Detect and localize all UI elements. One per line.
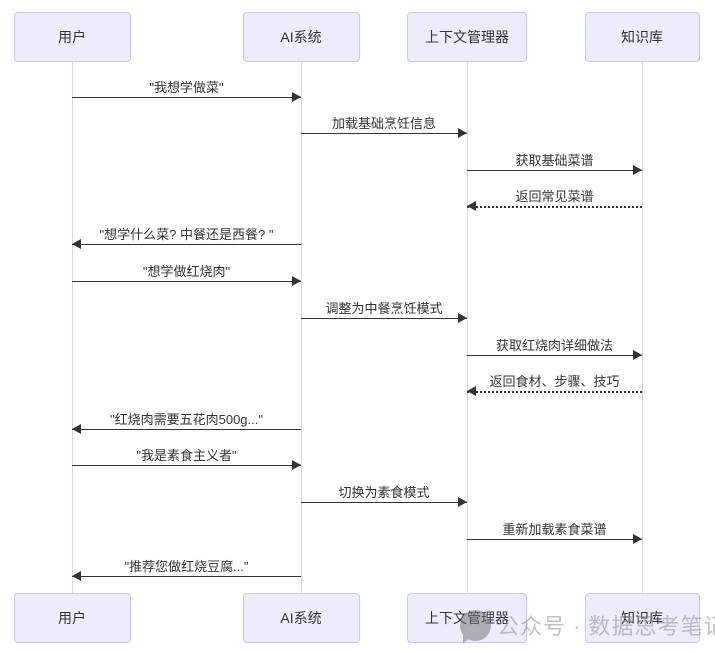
message-label-1: "我想学做菜" — [149, 80, 224, 95]
message-line-7 — [301, 318, 467, 319]
message-line-13 — [467, 539, 642, 540]
lifeline-context-manager — [467, 62, 468, 593]
actor-label: 知识库 — [621, 29, 663, 45]
arrowhead-icon — [72, 239, 81, 249]
message-label-12: 切换为素食模式 — [338, 485, 430, 500]
arrowhead-icon — [467, 201, 476, 211]
message-line-2 — [301, 133, 467, 134]
message-label-9: 返回食材、步骤、技巧 — [489, 374, 620, 389]
message-line-5 — [72, 244, 301, 245]
arrowhead-icon — [458, 313, 467, 323]
message-label-8: 获取红烧肉详细做法 — [495, 338, 614, 353]
arrowhead-icon — [633, 350, 642, 360]
actor-label: AI系统 — [280, 29, 322, 45]
message-line-6 — [72, 281, 301, 282]
actor-box-context-manager-top: 上下文管理器 — [407, 12, 527, 62]
actor-box-user-bottom: 用户 — [13, 593, 131, 643]
arrowhead-icon — [292, 92, 301, 102]
actor-box-user-top: 用户 — [13, 12, 131, 62]
message-line-4 — [467, 206, 642, 208]
actor-label: 用户 — [58, 29, 86, 45]
actor-label: 上下文管理器 — [425, 29, 509, 45]
arrowhead-icon — [467, 386, 476, 396]
message-label-11: "我是素食主义者" — [136, 448, 237, 463]
message-label-5: "想学什么菜? 中餐还是西餐? " — [99, 227, 274, 242]
message-line-3 — [467, 170, 642, 171]
actor-label: 知识库 — [621, 610, 663, 626]
arrowhead-icon — [458, 497, 467, 507]
message-label-14: "推荐您做红烧豆腐..." — [124, 559, 249, 574]
arrowhead-icon — [72, 571, 81, 581]
message-line-10 — [72, 429, 301, 430]
message-line-11 — [72, 465, 301, 466]
arrowhead-icon — [458, 128, 467, 138]
actor-box-ai-system-bottom: AI系统 — [242, 593, 360, 643]
message-line-1 — [72, 97, 301, 98]
message-line-9 — [467, 391, 642, 393]
message-label-10: "红烧肉需要五花肉500g..." — [110, 412, 263, 427]
arrowhead-icon — [633, 165, 642, 175]
arrowhead-icon — [292, 276, 301, 286]
actor-box-knowledge-base-bottom: 知识库 — [584, 593, 700, 643]
lifeline-knowledge-base — [642, 62, 643, 593]
message-label-2: 加载基础烹饪信息 — [331, 116, 437, 131]
actor-box-context-manager-bottom: 上下文管理器 — [407, 593, 527, 643]
message-label-4: 返回常见菜谱 — [515, 189, 594, 204]
arrowhead-icon — [72, 424, 81, 434]
arrowhead-icon — [633, 534, 642, 544]
message-line-8 — [467, 355, 642, 356]
message-label-3: 获取基础菜谱 — [515, 153, 594, 168]
message-line-12 — [301, 502, 467, 503]
lifeline-ai-system — [301, 62, 302, 593]
actor-box-knowledge-base-top: 知识库 — [584, 12, 700, 62]
message-line-14 — [72, 576, 301, 577]
arrowhead-icon — [292, 460, 301, 470]
message-label-7: 调整为中餐烹饪模式 — [325, 301, 443, 316]
actor-label: 上下文管理器 — [425, 610, 509, 626]
lifeline-user — [72, 62, 73, 593]
actor-label: AI系统 — [280, 610, 322, 626]
message-label-6: "想学做红烧肉" — [142, 264, 231, 279]
actor-label: 用户 — [58, 610, 86, 626]
actor-box-ai-system-top: AI系统 — [242, 12, 360, 62]
message-label-13: 重新加载素食菜谱 — [502, 522, 607, 537]
